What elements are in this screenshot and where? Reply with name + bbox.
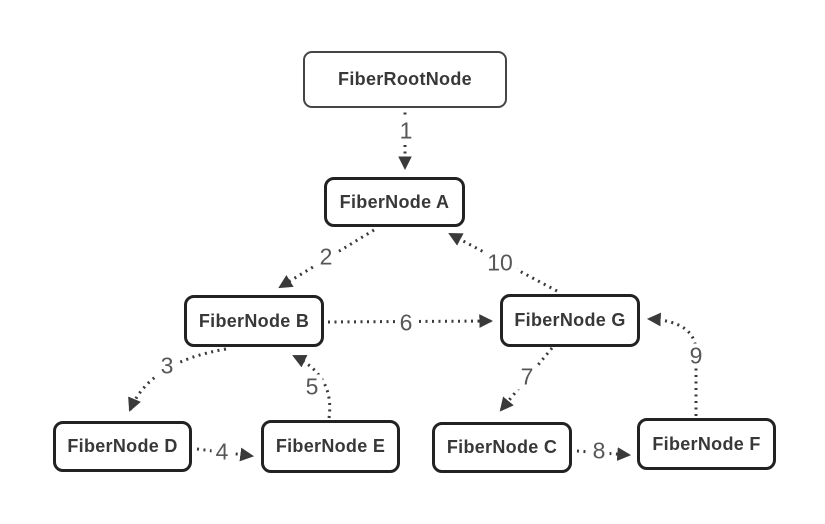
node-fiber-f: FiberNode F — [637, 418, 776, 470]
node-fiber-d: FiberNode D — [53, 421, 192, 472]
edge-label-8: 8 — [588, 438, 610, 464]
node-fiber-g: FiberNode G — [500, 294, 640, 347]
edge-label-1: 1 — [395, 118, 417, 144]
node-fiber-b: FiberNode B — [184, 295, 324, 347]
edge-2-a-to-b — [278, 228, 375, 289]
edge-9-f-to-g — [646, 312, 698, 416]
node-fiber-a: FiberNode A — [324, 177, 465, 227]
edge-5-e-to-b — [292, 354, 332, 419]
edge-label-5: 5 — [301, 374, 323, 400]
edge-6-b-to-g — [327, 314, 494, 328]
edge-label-9: 9 — [685, 343, 707, 369]
node-fiber-c: FiberNode C — [432, 422, 572, 473]
edge-label-2: 2 — [315, 244, 337, 270]
edge-label-3: 3 — [156, 353, 178, 379]
node-fiber-root: FiberRootNode — [303, 51, 507, 108]
node-fiber-e: FiberNode E — [261, 420, 400, 473]
edge-10-g-to-a — [448, 232, 558, 293]
edge-label-6: 6 — [395, 310, 417, 336]
edge-3-b-to-d — [128, 347, 227, 412]
edge-label-7: 7 — [516, 364, 538, 390]
edge-label-4: 4 — [211, 439, 233, 465]
edge-label-10: 10 — [483, 250, 517, 276]
